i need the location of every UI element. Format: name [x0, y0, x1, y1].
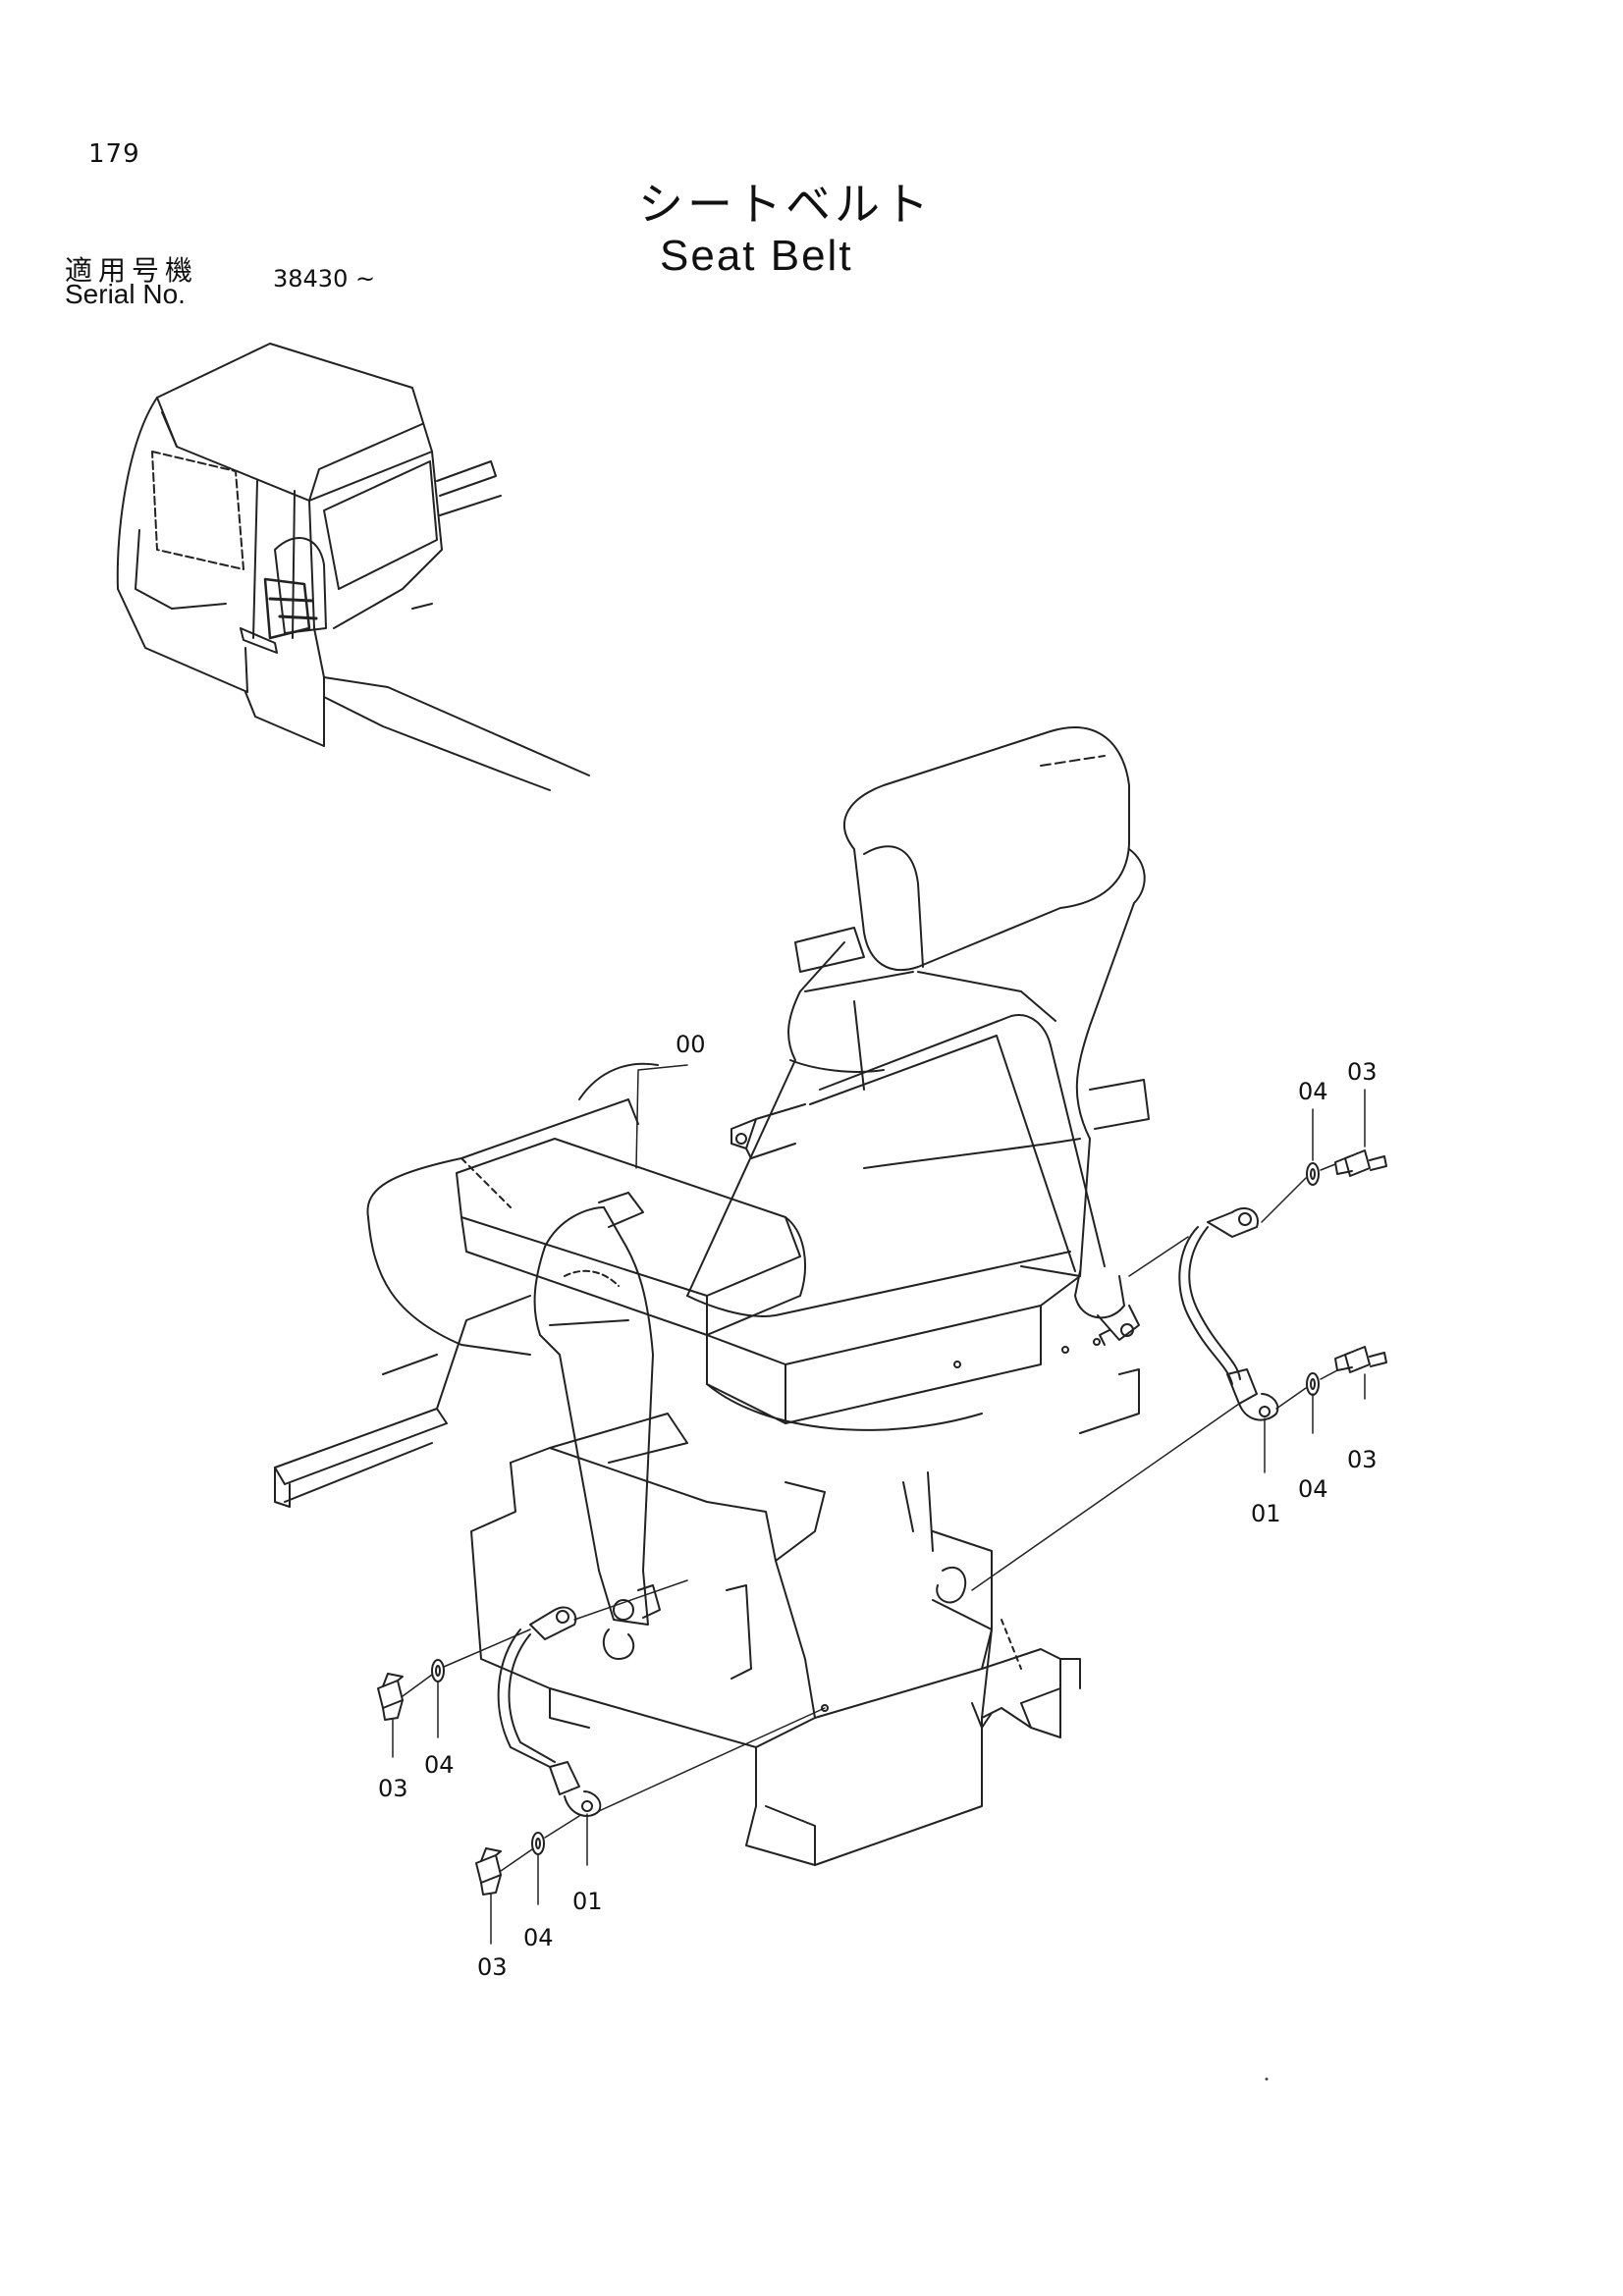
cab-location-inset — [116, 343, 590, 791]
bolt-left-upper — [377, 1673, 404, 1721]
title-english: Seat Belt — [660, 232, 853, 280]
washer-left-lower — [531, 1832, 545, 1855]
serial-label-japanese: 適用号機 — [65, 254, 199, 287]
assembly-lines — [402, 1163, 1338, 1872]
anchor-cable-left — [497, 1606, 602, 1817]
callout-03-left-lower: 03 — [477, 1953, 508, 1981]
serial-label-english: Serial No. — [65, 279, 186, 309]
seat-assembly — [274, 726, 1150, 1866]
callout-04-top-right: 04 — [1298, 1078, 1328, 1105]
callouts: 00 04 03 03 04 01 03 04 01 04 03 — [378, 1031, 1378, 1981]
washer-left-upper — [431, 1659, 445, 1682]
stray-dot — [1265, 2077, 1269, 2081]
callout-04-left-upper: 04 — [424, 1751, 455, 1779]
serial-range: 38430 ~ — [273, 265, 376, 293]
bolt-top-right — [1334, 1149, 1387, 1177]
callout-04-left-lower: 04 — [523, 1924, 554, 1951]
callout-04-mid-right: 04 — [1298, 1475, 1328, 1503]
bolt-left-lower — [475, 1847, 502, 1896]
callout-leaders — [392, 1064, 1366, 1945]
callout-00: 00 — [676, 1031, 706, 1058]
callout-03-mid-right: 03 — [1347, 1446, 1378, 1473]
callout-01-right: 01 — [1251, 1500, 1281, 1527]
callout-03-left-upper: 03 — [378, 1775, 408, 1802]
callout-03-top-right: 03 — [1347, 1058, 1378, 1086]
callout-01-left: 01 — [572, 1888, 603, 1915]
title-japanese: シートベルト — [638, 178, 933, 231]
page-number: 179 — [88, 139, 140, 169]
seat-belt-strap — [533, 1014, 1140, 1660]
washer-mid-right — [1306, 1372, 1320, 1396]
anchor-cable-right — [1178, 1207, 1279, 1421]
washer-top-right — [1306, 1162, 1320, 1186]
bolt-mid-right — [1334, 1346, 1387, 1373]
